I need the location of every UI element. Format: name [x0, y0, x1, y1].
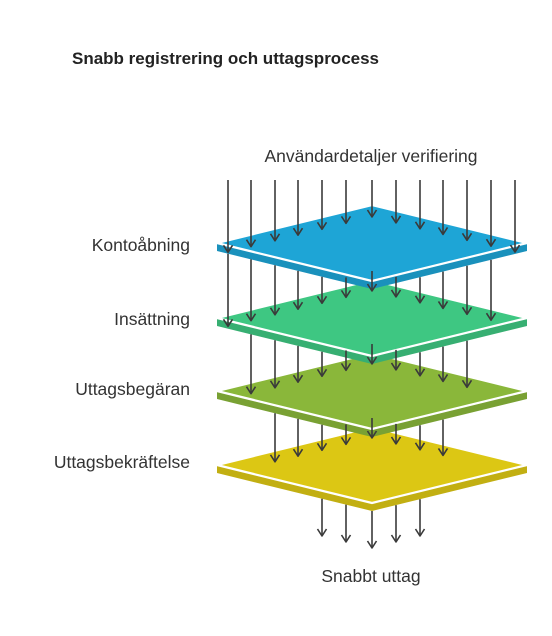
input-arrow-1 — [222, 180, 234, 254]
flow-arrow-kontoabning-12 — [485, 259, 497, 321]
flow-arrow-uttagsbegaran-5 — [366, 418, 378, 439]
flow-arrow-uttagsbegaran-3 — [316, 424, 328, 452]
input-arrow-5 — [316, 180, 328, 231]
flow-arrow-kontoabning-5 — [316, 276, 328, 305]
input-arrow-4 — [292, 180, 304, 236]
flow-arrow-kontoabning-2 — [245, 259, 257, 322]
layer-uttagsbekraftelse — [215, 425, 529, 511]
output-arrow-1 — [316, 498, 328, 537]
input-arrow-11 — [461, 180, 473, 242]
input-arrow-13 — [509, 180, 521, 253]
flow-arrow-insattning-7 — [390, 349, 402, 371]
flow-arrow-insattning-8 — [414, 352, 426, 377]
flow-arrow-kontoabning-6 — [340, 277, 352, 299]
layer-kontoabning — [215, 203, 529, 289]
flow-arrow-kontoabning-3 — [269, 265, 281, 316]
flow-arrow-uttagsbegaran-8 — [437, 419, 449, 457]
flow-arrow-uttagsbegaran-1 — [269, 413, 281, 463]
output-label: Snabbt uttag — [321, 566, 421, 586]
layer-label-uttagsbegaran: Uttagsbegäran — [75, 379, 190, 399]
flow-arrow-kontoabning-1 — [222, 253, 234, 328]
flow-arrow-insattning-10 — [461, 340, 473, 389]
output-arrow-2 — [340, 504, 352, 543]
flow-arrow-kontoabning-10 — [437, 271, 449, 310]
layer-insattning — [215, 278, 529, 364]
diagram-title: Snabb registrering och uttagsprocess — [72, 49, 380, 68]
input-arrow-3 — [269, 180, 281, 242]
layer-uttagsbegaran — [215, 351, 529, 437]
input-arrow-12 — [485, 180, 497, 247]
output-arrow-3 — [366, 511, 378, 549]
flow-arrow-uttagsbegaran-6 — [390, 423, 402, 445]
flow-arrow-uttagsbegaran-2 — [292, 418, 304, 457]
input-arrow-7 — [366, 180, 378, 218]
flow-arrow-insattning-1 — [245, 334, 257, 395]
input-arrow-2 — [245, 180, 257, 248]
flow-arrow-insattning-4 — [316, 351, 328, 378]
flow-arrow-kontoabning-7 — [366, 271, 378, 292]
layer-label-kontoabning: Kontoåbning — [91, 235, 190, 255]
output-arrow-5 — [414, 499, 426, 537]
flow-arrow-insattning-3 — [292, 345, 304, 383]
layer-label-insattning: Insättning — [114, 309, 190, 329]
input-arrow-6 — [340, 180, 352, 225]
flow-arrow-kontoabning-8 — [390, 276, 402, 298]
layer-label-uttagsbekraftelse: Uttagsbekräftelse — [53, 452, 190, 472]
flow-arrow-insattning-6 — [366, 344, 378, 365]
output-arrow-4 — [390, 505, 402, 543]
flow-arrow-kontoabning-4 — [292, 270, 304, 310]
flow-arrow-kontoabning-11 — [461, 265, 473, 316]
flow-arrow-uttagsbegaran-7 — [414, 425, 426, 451]
input-arrow-8 — [390, 180, 402, 224]
flow-arrow-insattning-2 — [269, 340, 281, 389]
flow-arrow-uttagsbegaran-4 — [340, 424, 352, 446]
flow-arrow-kontoabning-9 — [414, 277, 426, 304]
flow-arrow-insattning-5 — [340, 350, 352, 372]
flow-arrow-insattning-9 — [437, 346, 449, 383]
input-label: Användardetaljer verifiering — [264, 146, 478, 166]
input-arrow-9 — [414, 180, 426, 230]
input-arrow-10 — [437, 180, 449, 236]
